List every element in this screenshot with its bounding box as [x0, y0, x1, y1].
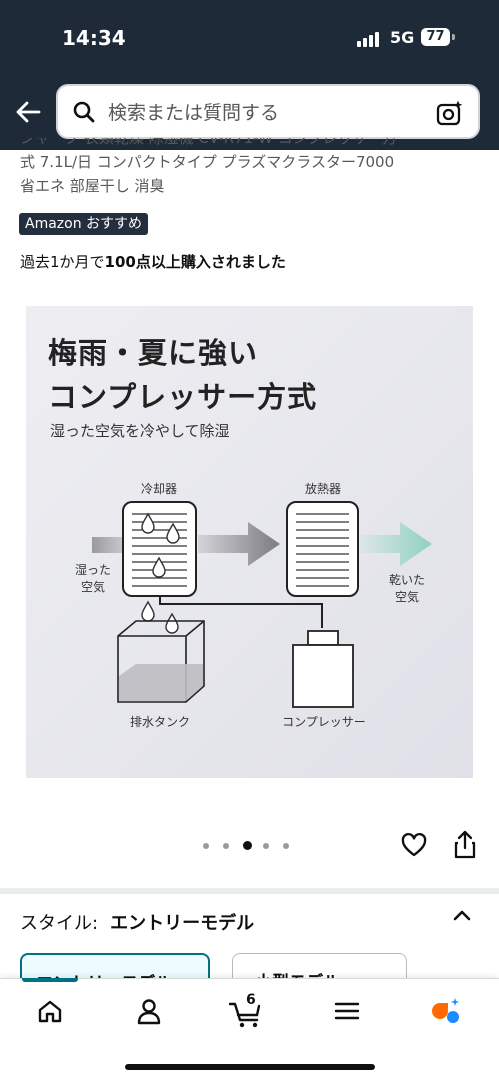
style-value: エントリーモデル	[110, 913, 255, 934]
product-title-line2: 省エネ 部屋干し 消臭	[20, 177, 165, 195]
back-arrow-icon[interactable]	[14, 98, 42, 126]
label-cooler: 冷却器	[140, 482, 177, 496]
cart-icon[interactable]	[226, 991, 266, 1031]
section-divider	[0, 888, 499, 894]
label-humid-air: 湿った 空気	[74, 563, 111, 594]
carousel-dot[interactable]	[203, 843, 209, 849]
share-icon[interactable]	[453, 829, 477, 859]
purchase-count-bold: 100点以上購入されました	[104, 253, 286, 271]
carousel-dot[interactable]	[283, 843, 289, 849]
search-icon	[73, 101, 95, 123]
chevron-up-icon[interactable]	[452, 906, 472, 926]
status-bar: 14:34 5G 77	[0, 22, 499, 54]
amazon-choice-badge: Amazon おすすめ	[19, 213, 149, 235]
product-image[interactable]: 梅雨・夏に強い コンプレッサー方式 湿った空気を冷やして除湿	[26, 306, 473, 778]
camera-search-icon[interactable]	[436, 99, 464, 127]
style-selector[interactable]: スタイル: エントリーモデル	[20, 909, 254, 935]
home-indicator	[125, 1064, 375, 1070]
product-title-line0: シャープ 衣類乾燥 除湿機 CV-R71-W コンプレッサー方	[20, 138, 398, 147]
menu-icon[interactable]	[327, 991, 367, 1031]
label-drain-tank: 排水タンク	[129, 715, 190, 729]
search-input[interactable]	[106, 98, 430, 128]
product-title[interactable]: シャープ 衣類乾燥 除湿機 CV-R71-W コンプレッサー方 式 7.1L/日…	[20, 138, 480, 198]
rufus-icon[interactable]	[425, 991, 465, 1031]
search-bar[interactable]	[56, 84, 480, 139]
account-icon[interactable]	[129, 991, 169, 1031]
dehumidifier-diagram	[92, 501, 432, 708]
network-type: 5G	[390, 28, 415, 47]
carousel-dots	[203, 841, 295, 851]
style-label: スタイル:	[20, 913, 99, 934]
battery-icon: 77	[421, 28, 455, 46]
label-compressor: コンプレッサー	[282, 715, 366, 729]
image-subtitle: 湿った空気を冷やして除湿	[50, 422, 230, 440]
home-icon[interactable]	[30, 991, 70, 1031]
purchase-count-prefix: 過去1か月で	[20, 253, 105, 271]
active-tab-indicator	[22, 978, 78, 982]
carousel-dot[interactable]	[243, 841, 252, 850]
heart-icon[interactable]	[400, 831, 428, 859]
top-bar: 14:34 5G 77	[0, 0, 499, 150]
cart-count-badge: 6	[246, 992, 256, 1008]
bottom-nav	[0, 978, 499, 1081]
purchase-count: 過去1か月で100点以上購入されました	[20, 251, 286, 272]
status-time: 14:34	[62, 26, 126, 50]
image-headline-2: コンプレッサー方式	[48, 380, 318, 414]
carousel-dot[interactable]	[263, 843, 269, 849]
carousel-dot[interactable]	[223, 843, 229, 849]
label-radiator: 放熱器	[304, 482, 341, 496]
label-dry-air: 乾いた 空気	[388, 573, 425, 604]
signal-icon	[357, 31, 383, 47]
product-title-line1: 式 7.1L/日 コンパクトタイプ プラズマクラスター7000	[20, 153, 395, 171]
image-headline-1: 梅雨・夏に強い	[48, 336, 259, 370]
